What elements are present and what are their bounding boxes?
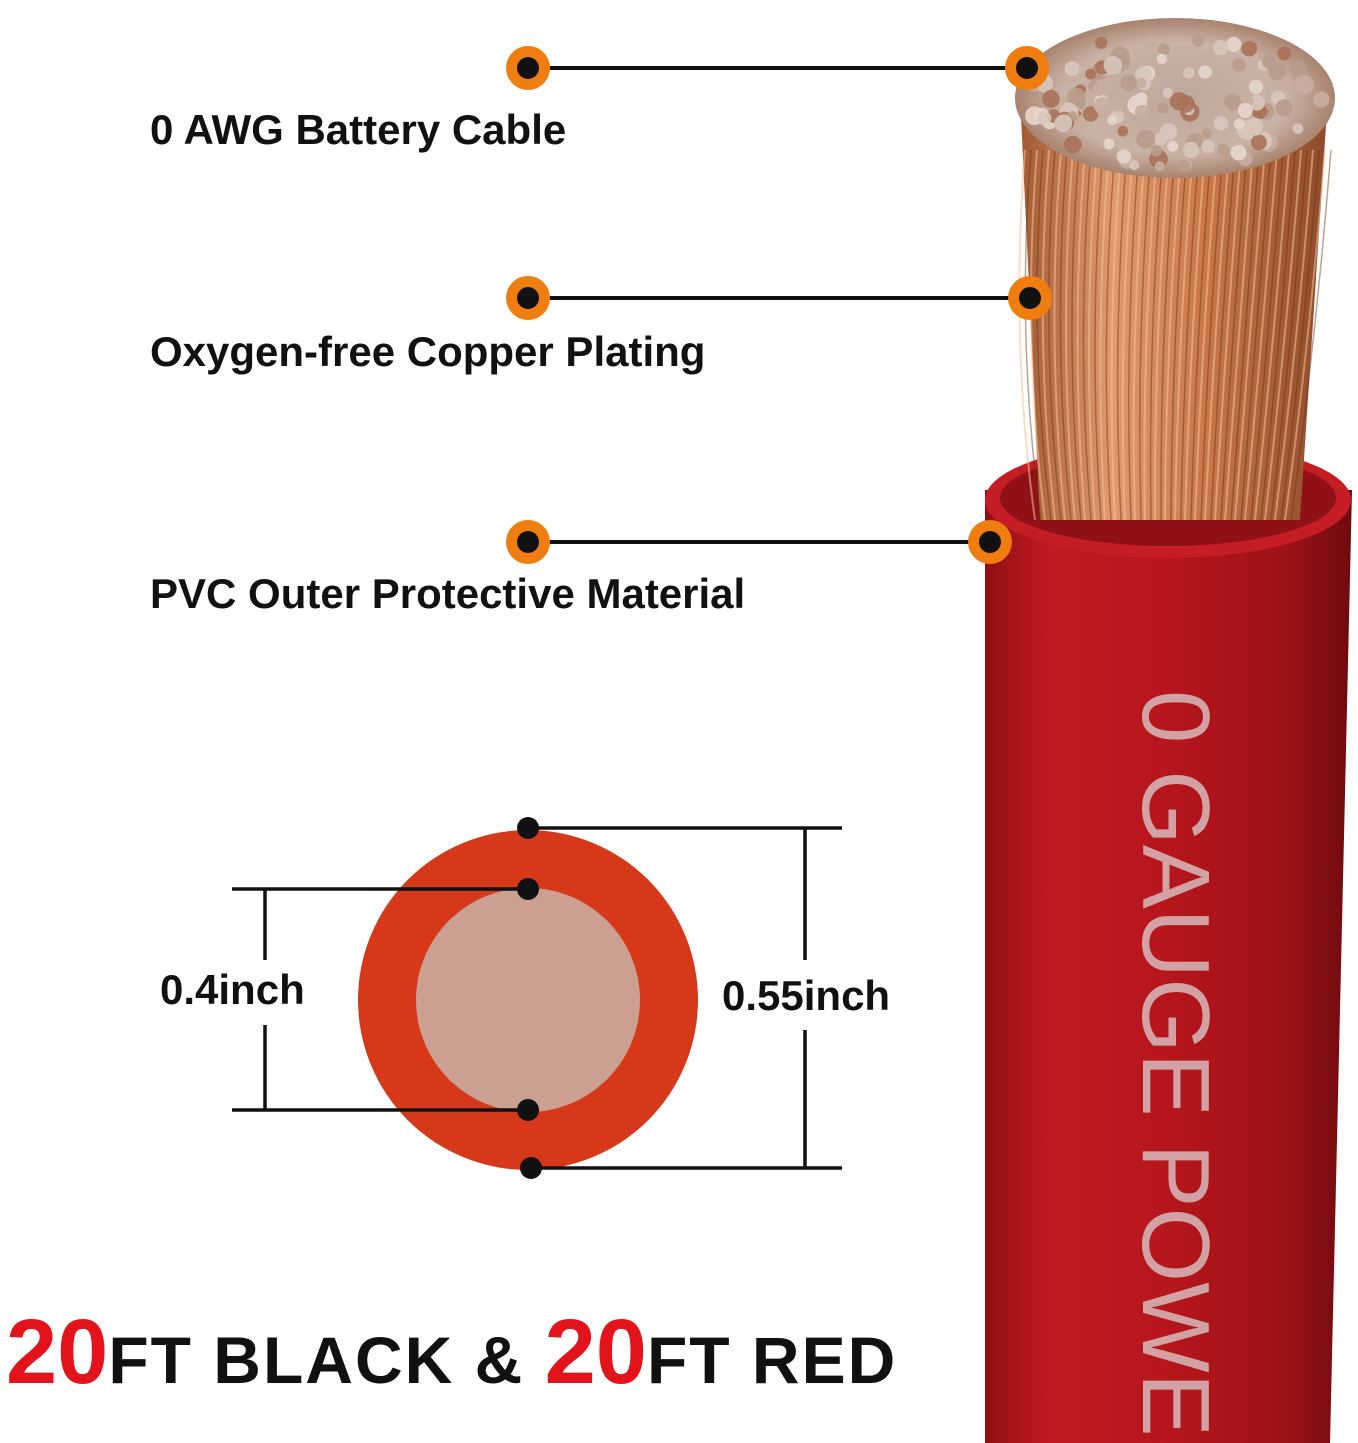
cable-print-label: 0 GAUGE POWER [1122, 690, 1220, 1443]
outer-diameter-label: 0.55inch [722, 972, 891, 1019]
dimension-dots [517, 817, 542, 1179]
cross-section-inner [416, 888, 640, 1112]
black-length-number: 20 [6, 1301, 109, 1403]
copper-strands [1015, 18, 1335, 521]
pvc-material-label: PVC Outer Protective Material [150, 570, 746, 617]
battery-cable-label: 0 AWG Battery Cable [150, 106, 567, 153]
red-length-text: FT RED [646, 1323, 898, 1397]
length-banner: 20FT BLACK & 20FT RED [6, 1300, 897, 1405]
copper-plating-label: Oxygen-free Copper Plating [150, 328, 706, 375]
callout-markers [506, 46, 1052, 564]
dimension-inner [232, 887, 528, 1112]
black-length-text: FT BLACK & [108, 1323, 545, 1397]
dimension-outer [528, 826, 842, 1170]
cross-section [358, 830, 698, 1170]
inner-diameter-label: 0.4inch [160, 966, 305, 1013]
cable-print-text: 0 GAUGE POWER [1120, 690, 1220, 1443]
red-length-number: 20 [544, 1301, 647, 1403]
